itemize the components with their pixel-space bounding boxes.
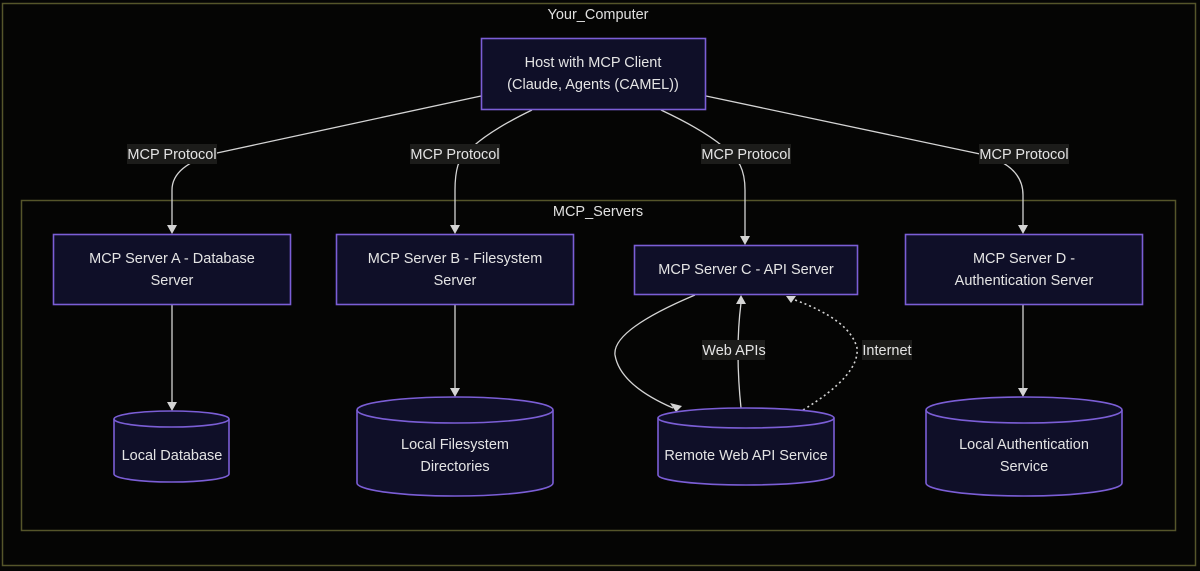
- node-local-db[interactable]: Local Database: [113, 410, 230, 483]
- node-remote-api-shape[interactable]: [657, 407, 835, 486]
- subgraph-your-computer-title: Your_Computer: [547, 7, 648, 23]
- arrowhead-server-d: [1018, 225, 1028, 234]
- node-host-line-2: (Claude, Agents (CAMEL)): [507, 77, 679, 93]
- node-server-d[interactable]: MCP Server D - Authentication Server: [904, 233, 1144, 306]
- edge-label-text: Internet: [862, 343, 911, 359]
- arrowhead-local-db: [167, 402, 177, 411]
- edge-label-text: MCP Protocol: [410, 147, 499, 163]
- node-remote-api-rim: [657, 417, 835, 429]
- node-local-fs[interactable]: Local Filesystem Directories: [356, 396, 554, 497]
- edge-remote-api-to-server-c-internet: [794, 299, 858, 411]
- node-server-b-line-2: Server: [434, 273, 477, 289]
- node-local-auth-line-2: Service: [1000, 459, 1048, 475]
- edge-label-webapis: Web APIs: [702, 340, 766, 360]
- edge-host-to-server-c: [660, 109, 746, 237]
- node-local-db-rim: [113, 418, 230, 428]
- node-server-d-line-1: MCP Server D -: [973, 251, 1075, 267]
- edge-label-text: MCP Protocol: [979, 147, 1068, 163]
- node-server-a-line-1: MCP Server A - Database: [89, 251, 255, 267]
- edge-host-to-server-b: [454, 109, 533, 226]
- node-host-box[interactable]: [480, 37, 707, 111]
- node-server-d-line-2: Authentication Server: [955, 273, 1094, 289]
- node-local-fs-line-2: Directories: [420, 459, 489, 475]
- node-host-line-1: Host with MCP Client: [525, 55, 662, 71]
- node-server-d-box[interactable]: [904, 233, 1144, 306]
- node-remote-api-line-1: Remote Web API Service: [664, 448, 827, 464]
- node-local-db-line-1: Local Database: [122, 448, 223, 464]
- node-server-c-line-1: MCP Server C - API Server: [658, 262, 834, 278]
- edge-label-text: MCP Protocol: [701, 147, 790, 163]
- node-server-b[interactable]: MCP Server B - Filesystem Server: [335, 233, 575, 306]
- arrowhead-local-fs: [450, 388, 460, 397]
- node-server-b-box[interactable]: [335, 233, 575, 306]
- node-local-fs-line-1: Local Filesystem: [401, 437, 509, 453]
- node-local-db-shape[interactable]: [113, 410, 230, 483]
- node-host[interactable]: Host with MCP Client (Claude, Agents (CA…: [480, 37, 707, 111]
- arrowhead-remote-api: [670, 403, 682, 412]
- arrowhead-server-b: [450, 225, 460, 234]
- node-server-a[interactable]: MCP Server A - Database Server: [52, 233, 292, 306]
- node-local-auth-line-1: Local Authentication: [959, 437, 1089, 453]
- edge-labels: MCP Protocol MCP Protocol MCP Protocol M…: [127, 144, 1069, 360]
- edge-label-host-a: MCP Protocol: [127, 144, 217, 164]
- arrowhead-server-c: [740, 236, 750, 245]
- edge-label-host-c: MCP Protocol: [701, 144, 791, 164]
- node-server-c-box[interactable]: [633, 244, 859, 296]
- edge-label-internet: Internet: [862, 340, 912, 360]
- edge-server-c-to-remote-api: [614, 294, 696, 409]
- node-local-auth[interactable]: Local Authentication Service: [925, 396, 1123, 497]
- node-local-fs-rim: [356, 409, 554, 424]
- arrowhead-server-a: [167, 225, 177, 234]
- node-server-a-line-2: Server: [151, 273, 194, 289]
- node-local-auth-rim: [925, 409, 1123, 424]
- edge-label-host-b: MCP Protocol: [410, 144, 500, 164]
- edge-label-host-d: MCP Protocol: [979, 144, 1069, 164]
- edge-label-text: Web APIs: [702, 343, 765, 359]
- node-server-a-box[interactable]: [52, 233, 292, 306]
- node-server-b-line-1: MCP Server B - Filesystem: [368, 251, 543, 267]
- node-remote-api[interactable]: Remote Web API Service: [657, 407, 835, 486]
- arrowhead-server-c-webapis: [736, 295, 746, 304]
- arrowhead-local-auth: [1018, 388, 1028, 397]
- subgraph-mcp-servers-title: MCP_Servers: [553, 204, 643, 220]
- edge-label-text: MCP Protocol: [127, 147, 216, 163]
- arrowhead-server-c-internet: [786, 296, 796, 303]
- node-server-c[interactable]: MCP Server C - API Server: [633, 244, 859, 296]
